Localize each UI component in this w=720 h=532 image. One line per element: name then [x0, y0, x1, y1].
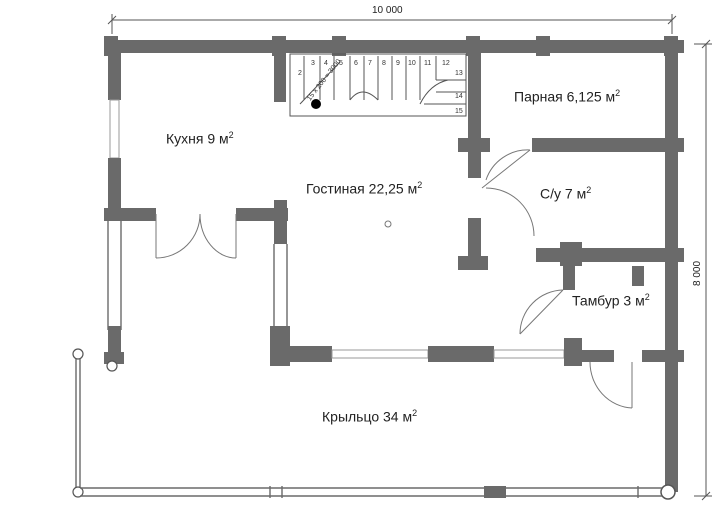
room-label-bathroom: С/у 7 м2 — [540, 185, 592, 202]
step-number: 4 — [324, 60, 328, 67]
room-label-living: Гостиная 22,25 м2 — [306, 180, 423, 197]
room-label-steam: Парная 6,125 м2 — [514, 88, 621, 105]
top-dimension-line — [107, 14, 677, 34]
width-dimension-label: 10 000 — [372, 5, 403, 16]
exterior-walls — [104, 36, 684, 500]
right-dimension-line — [694, 39, 712, 501]
staircase — [289, 53, 467, 117]
step-number: 7 — [368, 60, 372, 67]
step-number: 10 — [408, 60, 416, 67]
room-label-kitchen: Кухня 9 м2 — [166, 130, 234, 147]
step-number: 6 — [354, 60, 358, 67]
step-number: 11 — [424, 60, 432, 67]
interior-walls — [236, 48, 672, 366]
step-number: 9 — [396, 60, 400, 67]
room-label-porch: Крыльцо 34 м2 — [322, 408, 418, 425]
step-number: 8 — [382, 60, 386, 67]
step-number: 2 — [298, 70, 302, 77]
center-marker — [384, 220, 392, 228]
door-swings — [155, 149, 633, 409]
porch-outline — [72, 348, 662, 498]
step-number: 15 — [455, 108, 463, 115]
step-number: 5 — [339, 60, 343, 67]
step-number: 14 — [455, 93, 463, 100]
step-number: 13 — [455, 70, 463, 77]
room-label-vestibule: Тамбур 3 м2 — [572, 292, 650, 309]
height-dimension-label: 8 000 — [692, 260, 703, 286]
step-number: 12 — [442, 60, 450, 67]
step-number: 3 — [311, 60, 315, 67]
